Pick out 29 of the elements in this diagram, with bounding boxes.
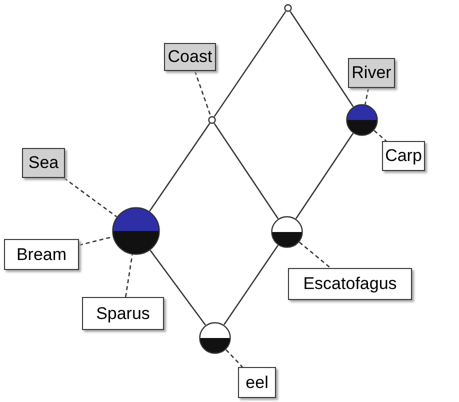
- attribute-label: Coast: [164, 43, 216, 71]
- leader-line: [226, 349, 243, 368]
- connector-line: [223, 244, 279, 326]
- attribute-label: Sea: [22, 148, 65, 178]
- object-label: eel: [238, 367, 276, 398]
- connector-line: [290, 10, 354, 107]
- concept-circle: [199, 322, 231, 354]
- leader-line: [364, 88, 370, 104]
- connector-line: [149, 122, 210, 212]
- leader-line: [194, 70, 212, 116]
- attribute-label: River: [348, 58, 395, 88]
- object-label: Escatofagus: [288, 268, 412, 300]
- leader-line: [298, 242, 332, 268]
- leader-line: [78, 236, 113, 246]
- leader-line: [64, 177, 118, 218]
- concept-circle: [284, 4, 292, 12]
- connector-line: [295, 132, 354, 220]
- object-label: Carp: [382, 141, 425, 171]
- object-label: Sparus: [82, 297, 164, 330]
- concept-circle: [271, 216, 303, 248]
- object-label: Bream: [4, 239, 79, 270]
- connector-line: [214, 10, 286, 118]
- leader-line: [374, 130, 387, 142]
- concept-circle: [346, 104, 378, 136]
- leader-line: [124, 254, 133, 298]
- concept-circle: [208, 116, 216, 124]
- connector-line: [150, 250, 206, 326]
- connector-line: [214, 122, 279, 220]
- concept-circle: [112, 207, 160, 255]
